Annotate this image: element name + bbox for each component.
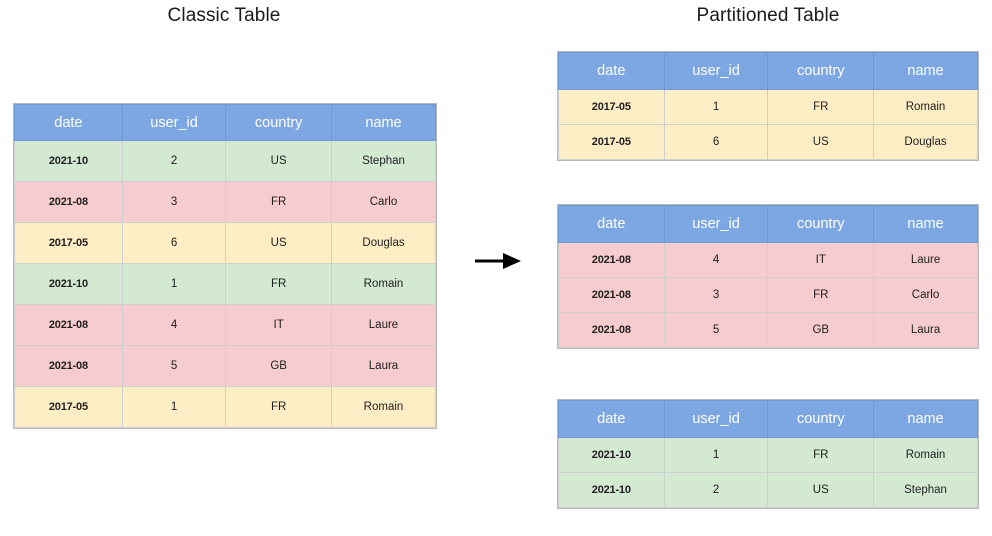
cell-country: FR — [767, 89, 875, 125]
table-header-row: date user_id country name — [558, 52, 978, 90]
cell-date: 2021-08 — [558, 277, 665, 313]
cell-name: Stephan — [330, 140, 437, 182]
classic-table-title: Classic Table — [167, 5, 281, 26]
cell-name: Laure — [873, 242, 978, 278]
cell-user-id: 2 — [663, 472, 769, 508]
partition-table-2017-05: date user_id country name 2017-05 1 FR R… — [558, 52, 978, 160]
classic-table: date user_id country name 2021-10 2 US S… — [14, 104, 437, 428]
cell-user-id: 3 — [121, 181, 227, 223]
column-header-date: date — [558, 52, 665, 90]
cell-country: GB — [225, 345, 332, 387]
cell-country: FR — [225, 386, 332, 428]
table-row: 2017-05 1 FR Romain — [14, 386, 437, 428]
cell-date: 2021-08 — [14, 304, 123, 346]
column-header-country: country — [225, 104, 332, 141]
table-row: 2017-05 6 US Douglas — [14, 222, 437, 264]
partition-table-2021-10: date user_id country name 2021-10 1 FR R… — [558, 400, 978, 508]
column-header-user-id: user_id — [663, 52, 769, 90]
column-header-name: name — [873, 52, 978, 90]
cell-country: US — [767, 472, 875, 508]
cell-country: FR — [225, 263, 332, 305]
cell-user-id: 1 — [121, 386, 227, 428]
cell-name: Carlo — [330, 181, 437, 223]
table-row: 2021-08 3 FR Carlo — [558, 277, 978, 313]
table-row: 2021-10 1 FR Romain — [14, 263, 437, 305]
cell-date: 2021-10 — [14, 140, 123, 182]
table-row: 2021-08 4 IT Laure — [558, 242, 978, 278]
cell-country: FR — [225, 181, 332, 223]
cell-user-id: 5 — [663, 312, 769, 348]
cell-name: Laura — [330, 345, 437, 387]
cell-name: Romain — [330, 263, 437, 305]
table-row: 2021-10 2 US Stephan — [558, 472, 978, 508]
table-row: 2021-08 5 GB Laura — [14, 345, 437, 387]
table-row: 2021-08 4 IT Laure — [14, 304, 437, 346]
column-header-country: country — [767, 205, 875, 243]
cell-date: 2021-10 — [14, 263, 123, 305]
cell-country: US — [767, 124, 875, 160]
column-header-date: date — [558, 205, 665, 243]
table-row: 2021-10 1 FR Romain — [558, 437, 978, 473]
cell-user-id: 1 — [121, 263, 227, 305]
partition-table-2021-08: date user_id country name 2021-08 4 IT L… — [558, 205, 978, 348]
cell-country: US — [225, 140, 332, 182]
cell-country: FR — [767, 277, 875, 313]
cell-user-id: 5 — [121, 345, 227, 387]
partitioned-table-title: Partitioned Table — [696, 5, 840, 26]
cell-date: 2017-05 — [14, 222, 123, 264]
cell-user-id: 4 — [121, 304, 227, 346]
column-header-user-id: user_id — [663, 400, 769, 438]
cell-date: 2017-05 — [558, 89, 665, 125]
cell-date: 2021-08 — [558, 312, 665, 348]
cell-date: 2017-05 — [558, 124, 665, 160]
column-header-name: name — [330, 104, 437, 141]
table-row: 2021-08 5 GB Laura — [558, 312, 978, 348]
cell-name: Douglas — [330, 222, 437, 264]
table-header-row: date user_id country name — [558, 205, 978, 243]
cell-name: Stephan — [873, 472, 978, 508]
cell-user-id: 3 — [663, 277, 769, 313]
cell-user-id: 2 — [121, 140, 227, 182]
table-row: 2017-05 1 FR Romain — [558, 89, 978, 125]
cell-date: 2021-08 — [558, 242, 665, 278]
cell-date: 2021-08 — [14, 181, 123, 223]
cell-date: 2017-05 — [14, 386, 123, 428]
table-row: 2017-05 6 US Douglas — [558, 124, 978, 160]
column-header-country: country — [767, 400, 875, 438]
cell-name: Douglas — [873, 124, 978, 160]
cell-user-id: 4 — [663, 242, 769, 278]
cell-date: 2021-10 — [558, 472, 665, 508]
cell-country: FR — [767, 437, 875, 473]
cell-user-id: 1 — [663, 437, 769, 473]
table-header-row: date user_id country name — [14, 104, 437, 141]
column-header-country: country — [767, 52, 875, 90]
cell-name: Laura — [873, 312, 978, 348]
table-header-row: date user_id country name — [558, 400, 978, 438]
column-header-date: date — [14, 104, 123, 141]
cell-user-id: 6 — [663, 124, 769, 160]
column-header-user-id: user_id — [663, 205, 769, 243]
column-header-name: name — [873, 205, 978, 243]
cell-name: Romain — [873, 437, 978, 473]
cell-country: IT — [225, 304, 332, 346]
cell-name: Romain — [873, 89, 978, 125]
arrow-right-icon — [475, 253, 521, 269]
cell-name: Romain — [330, 386, 437, 428]
table-row: 2021-08 3 FR Carlo — [14, 181, 437, 223]
cell-country: GB — [767, 312, 875, 348]
cell-user-id: 6 — [121, 222, 227, 264]
cell-name: Laure — [330, 304, 437, 346]
cell-country: US — [225, 222, 332, 264]
cell-date: 2021-10 — [558, 437, 665, 473]
column-header-date: date — [558, 400, 665, 438]
table-row: 2021-10 2 US Stephan — [14, 140, 437, 182]
column-header-name: name — [873, 400, 978, 438]
cell-user-id: 1 — [663, 89, 769, 125]
cell-date: 2021-08 — [14, 345, 123, 387]
column-header-user-id: user_id — [121, 104, 227, 141]
cell-name: Carlo — [873, 277, 978, 313]
cell-country: IT — [767, 242, 875, 278]
